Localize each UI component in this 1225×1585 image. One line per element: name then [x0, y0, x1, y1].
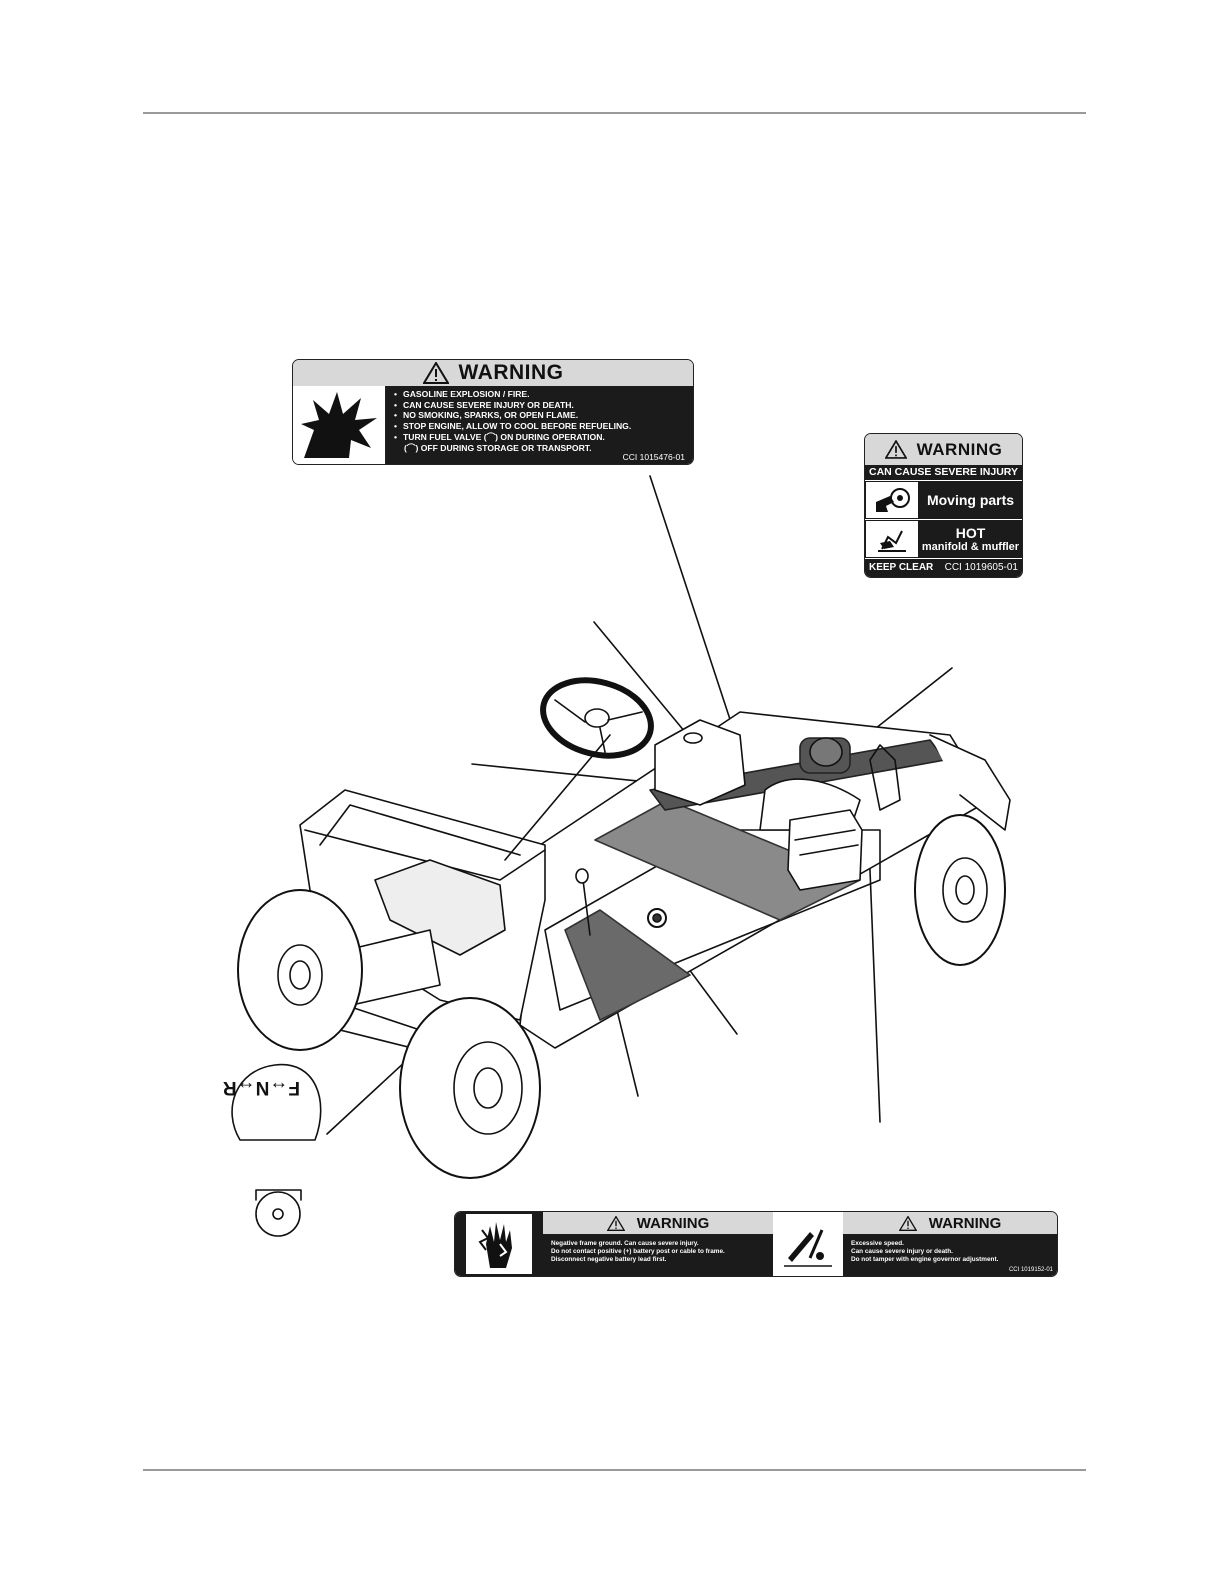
bottom-rule — [143, 1469, 1086, 1471]
battery-speed-warning-label: WARNING Negative frame ground. Can cause… — [454, 1211, 1058, 1277]
bottom-right-line: Do not tamper with engine governor adjus… — [851, 1256, 999, 1263]
bottom-label-code: CCI 1019152-01 — [1008, 1267, 1053, 1273]
moving-label-code: CCI 1019605-01 — [944, 562, 1018, 573]
bottom-right-header: WARNING — [843, 1212, 1057, 1234]
fuel-label-line: STOP ENGINE, ALLOW TO COOL BEFORE REFUEL… — [394, 421, 687, 432]
leader-line-battery — [867, 819, 881, 1123]
bottom-left-line: Negative frame ground. Can cause severe … — [551, 1240, 699, 1247]
hot-text: HOT — [955, 525, 986, 541]
bottom-left-line: Do not contact positive (+) battery post… — [551, 1248, 725, 1255]
hand-gear-icon — [865, 481, 919, 519]
key-switch-inset — [255, 1189, 302, 1237]
top-rule — [143, 112, 1086, 114]
hot-surface-icon — [865, 520, 919, 558]
fuel-label-line: TURN FUEL VALVE (⌒) ON DURING OPERATION. — [394, 432, 687, 443]
warning-triangle-icon — [606, 1215, 625, 1231]
shift-knob-inset — [231, 1063, 322, 1141]
fuel-label-code: CCI 1015476-01 — [622, 452, 685, 463]
fuel-label-line: NO SMOKING, SPARKS, OR OPEN FLAME. — [394, 410, 687, 421]
moving-label-subheader: CAN CAUSE SEVERE INJURY — [865, 465, 1022, 480]
wrench-icon — [773, 1212, 843, 1276]
fuel-tank — [654, 719, 746, 806]
warning-triangle-icon — [422, 362, 449, 384]
shifter-knob — [575, 868, 589, 884]
fuel-label-line: CAN CAUSE SEVERE INJURY OR DEATH. — [394, 400, 687, 411]
bottom-left-header: WARNING — [543, 1212, 773, 1234]
manifold-muffler-text: manifold & muffler — [921, 541, 1020, 553]
fuel-label-line: GASOLINE EXPLOSION / FIRE. — [394, 389, 687, 400]
front-right-wheel — [399, 997, 541, 1179]
electric-hand-icon-panel — [455, 1212, 543, 1276]
fuel-label-header: WARNING — [293, 360, 693, 386]
front-left-wheel — [237, 889, 363, 1051]
bottom-right-line: Can cause severe injury or death. — [851, 1248, 953, 1255]
moving-label-header: WARNING — [865, 434, 1022, 465]
warning-triangle-icon — [898, 1215, 917, 1231]
keep-clear-text: KEEP CLEAR — [869, 562, 934, 573]
explosion-icon — [293, 386, 386, 464]
bottom-left-title: WARNING — [636, 1214, 710, 1232]
leader-line-fuel-tank — [593, 621, 691, 739]
bottom-right-line: Excessive speed. — [851, 1240, 904, 1247]
moving-parts-text: Moving parts — [926, 492, 1015, 508]
fuel-warning-label: WARNING GASOLINE EXPLOSION / FIRE. CAN C… — [292, 359, 694, 465]
bottom-left-line: Disconnect negative battery lead first. — [551, 1256, 667, 1263]
rear-fender — [929, 734, 1011, 831]
electric-shock-icon — [466, 1214, 532, 1274]
fuel-label-line: (⌒) OFF DURING STORAGE OR TRANSPORT. — [404, 442, 592, 453]
shift-knob-text: F↔N↔R — [223, 1077, 300, 1098]
moving-parts-warning-label: WARNING CAN CAUSE SEVERE INJURY Moving p… — [864, 433, 1023, 578]
leader-line-fuel-label — [649, 475, 746, 766]
warning-triangle-icon — [884, 440, 907, 459]
bottom-right-title: WARNING — [928, 1214, 1002, 1232]
rear-right-wheel — [914, 814, 1006, 966]
steering-wheel — [540, 677, 654, 759]
fuel-label-title: WARNING — [458, 361, 564, 384]
moving-label-title: WARNING — [916, 439, 1003, 459]
